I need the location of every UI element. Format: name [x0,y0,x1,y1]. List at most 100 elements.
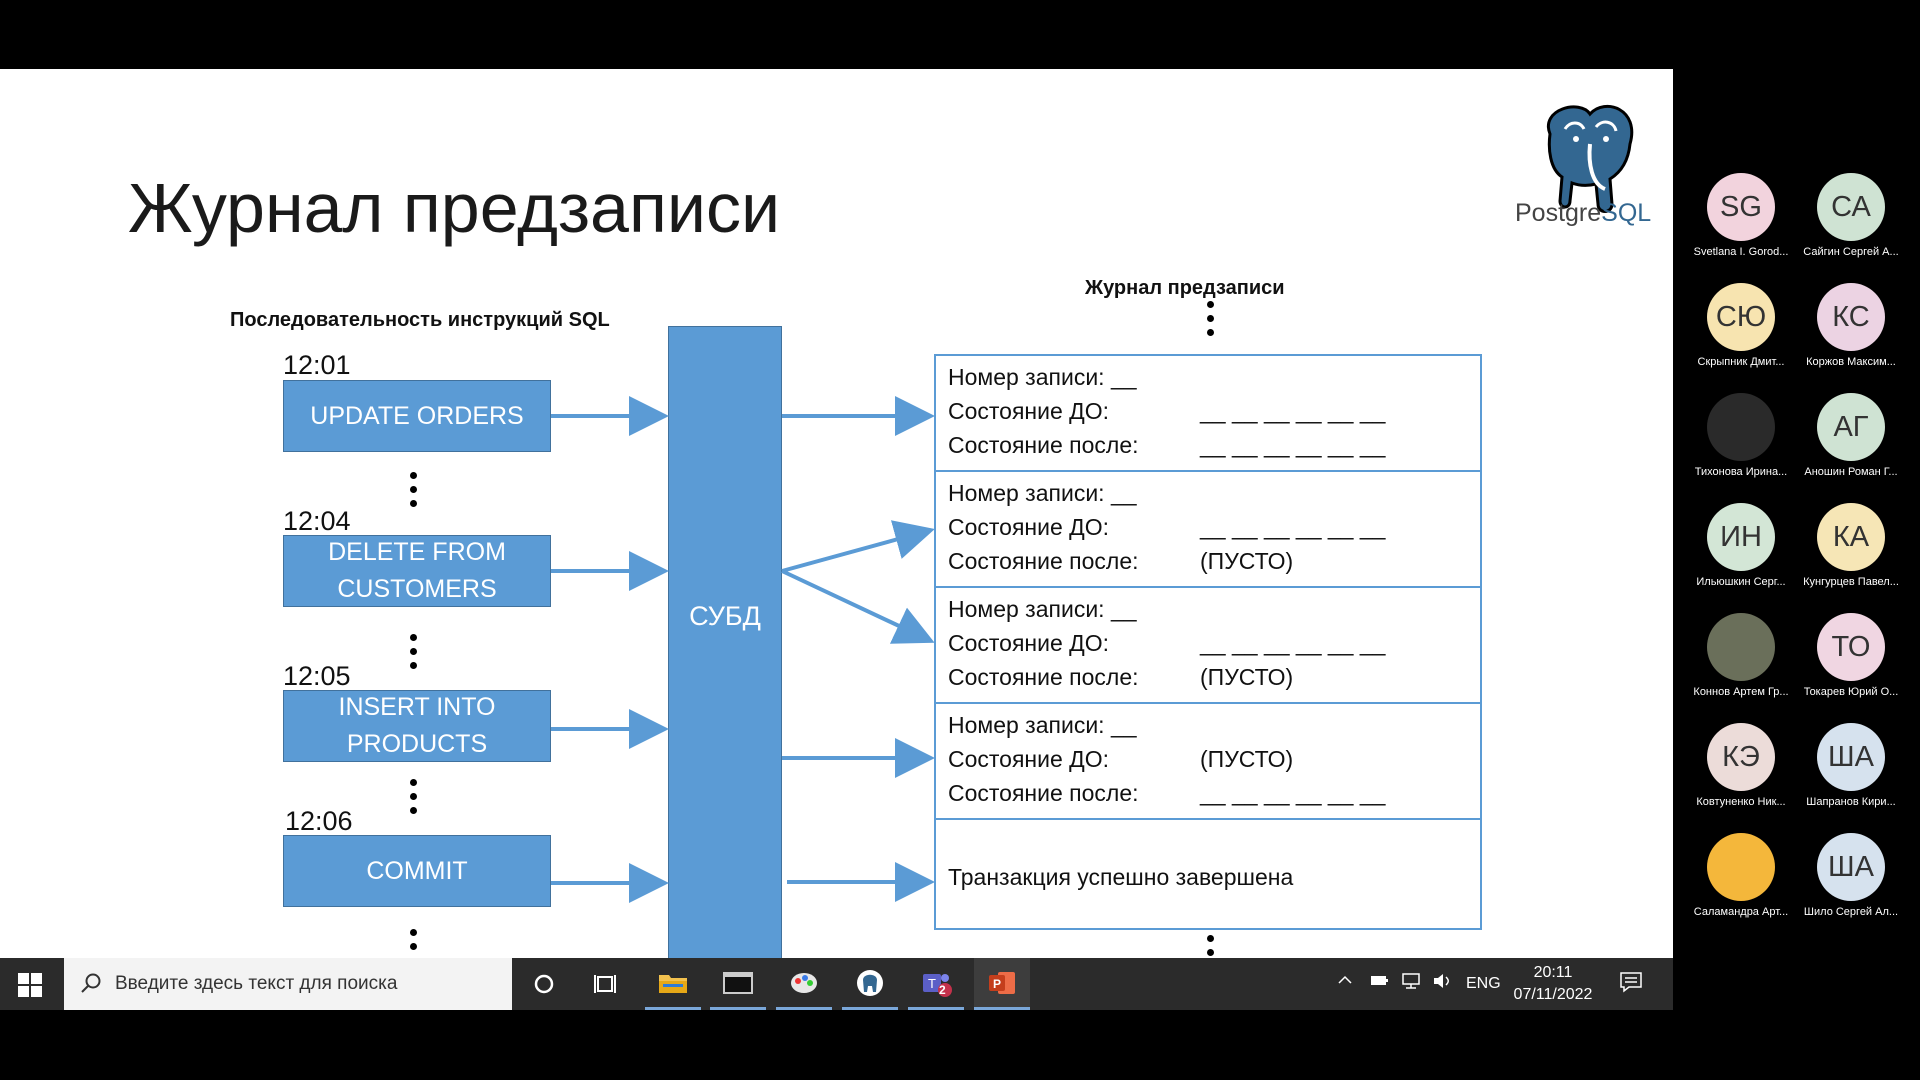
ellipsis-dots [410,472,418,514]
terminal-button[interactable] [710,958,766,1010]
avatar: SG [1707,173,1775,241]
participant-name: Сайгин Сергей А... [1803,246,1899,258]
record-number: Номер записи: __ [948,480,1137,506]
volume-button[interactable] [1432,972,1452,995]
arrow [781,569,935,644]
ellipsis-dots [1207,935,1215,958]
postgres-app-button[interactable] [842,958,898,1010]
svg-text:P: P [993,977,1001,991]
step-time: 12:05 [283,661,351,691]
participant-name: Ильюшкин Серг... [1696,576,1786,588]
participant-tile[interactable]: СЮ Скрыпник Дмит... [1686,283,1796,368]
avatar: ИН [1707,503,1775,571]
participant-tile[interactable]: Саламандра Арт... [1686,833,1796,918]
participant-tile[interactable]: Коннов Артем Гр... [1686,613,1796,698]
avatar: ША [1817,833,1885,901]
avatar [1707,833,1775,901]
state-before-value: (ПУСТО) [1200,746,1294,772]
language-indicator[interactable]: ENG [1466,975,1501,992]
show-hidden-icons[interactable] [1337,972,1353,993]
terminal-icon [723,971,753,994]
state-before-label: Состояние ДО: [948,630,1110,656]
step-time: 12:06 [285,806,353,836]
participant-tile[interactable]: Тихонова Ирина... [1686,393,1796,478]
task-view-button[interactable] [578,958,634,1010]
network-button[interactable] [1401,972,1421,995]
state-after-value: (ПУСТО) [1200,664,1294,690]
participant-name: Шапранов Кири... [1806,796,1896,808]
participant-name: Svetlana I. Gorod... [1693,246,1789,258]
network-icon [1402,973,1420,989]
notification-icon [1620,972,1642,993]
state-before-value: __ __ __ __ __ __ [1200,630,1386,656]
state-before-label: Состояние ДО: [948,746,1110,772]
step-time: 12:04 [283,506,351,536]
participant-tile[interactable]: ША Шило Сергей Ал... [1796,833,1906,918]
avatar: СЮ [1707,283,1775,351]
avatar: КА [1817,503,1885,571]
participant-name: Аношин Роман Г... [1804,466,1898,478]
participant-tile[interactable]: ТО Токарев Юрий О... [1796,613,1906,698]
powerpoint-button[interactable]: P [974,958,1030,1010]
file-explorer-button[interactable] [645,958,701,1010]
task-view-icon [594,975,616,993]
participant-tile[interactable]: ИН Ильюшкин Серг... [1686,503,1796,588]
participant-tile[interactable]: КЭ Ковтуненко Ник... [1686,723,1796,808]
postgresql-elephant-icon [1546,104,1634,213]
elephant-icon [857,969,883,996]
participant-name: Ковтуненко Ник... [1696,796,1786,808]
windows-taskbar: Введите здесь текст для поиска T [0,958,1673,1010]
sql-step-box: COMMIT [283,835,551,907]
participant-name: Токарев Юрий О... [1803,686,1899,698]
notifications-button[interactable] [1619,971,1643,998]
record-number: Номер записи: __ [948,364,1137,390]
state-after-value: __ __ __ __ __ __ [1200,780,1386,806]
wal-heading: Журнал предзаписи [1085,277,1285,299]
cortana-button[interactable] [516,958,572,1010]
wal-entry: Номер записи: __ Состояние ДО: __ __ __ … [934,354,1482,472]
avatar: АГ [1817,393,1885,461]
presentation-slide: Журнал предзаписи PostgreSQL Последовате… [0,69,1673,958]
state-before-label: Состояние ДО: [948,398,1110,424]
state-after-value: (ПУСТО) [1200,548,1294,574]
pgadmin-button[interactable] [776,958,832,1010]
avatar: ТО [1817,613,1885,681]
ellipsis-dots [410,634,418,676]
wal-commit-entry: Транзакция успешно завершена [934,818,1482,930]
avatar: КЭ [1707,723,1775,791]
taskbar-search-box[interactable]: Введите здесь текст для поиска [64,958,512,1010]
participant-name: Скрыпник Дмит... [1697,356,1785,368]
paint-icon [791,972,817,993]
cortana-icon [534,974,554,994]
teams-button[interactable]: T 2 [908,958,964,1010]
participant-name: Шило Сергей Ал... [1803,906,1899,918]
state-after-label: Состояние после: [948,432,1139,458]
state-after-label: Состояние после: [948,548,1139,574]
participant-tile[interactable]: SG Svetlana I. Gorod... [1686,173,1796,258]
arrow [781,520,935,573]
state-before-value: __ __ __ __ __ __ [1200,398,1386,424]
state-after-label: Состояние после: [948,780,1139,806]
folder-icon [659,974,687,993]
state-after-label: Состояние после: [948,664,1139,690]
step-time: 12:01 [283,350,351,380]
teams-icon: T [923,973,952,997]
commit-message: Транзакция успешно завершена [948,864,1294,890]
taskbar-clock[interactable]: 20:11 07/11/2022 [1508,962,1598,1006]
wal-entry: Номер записи: __ Состояние ДО: __ __ __ … [934,470,1482,588]
battery-button[interactable] [1369,972,1389,993]
participant-tile[interactable]: ША Шапранов Кири... [1796,723,1906,808]
participant-tile[interactable]: АГ Аношин Роман Г... [1796,393,1906,478]
record-number: Номер записи: __ [948,596,1137,622]
participant-name: Саламандра Арт... [1693,906,1789,918]
search-placeholder: Введите здесь текст для поиска [115,973,398,994]
avatar: ША [1817,723,1885,791]
sql-step-box: UPDATE ORDERS [283,380,551,452]
windows-start-icon[interactable] [18,973,42,997]
ellipsis-dots [1207,301,1215,343]
avatar: КС [1817,283,1885,351]
